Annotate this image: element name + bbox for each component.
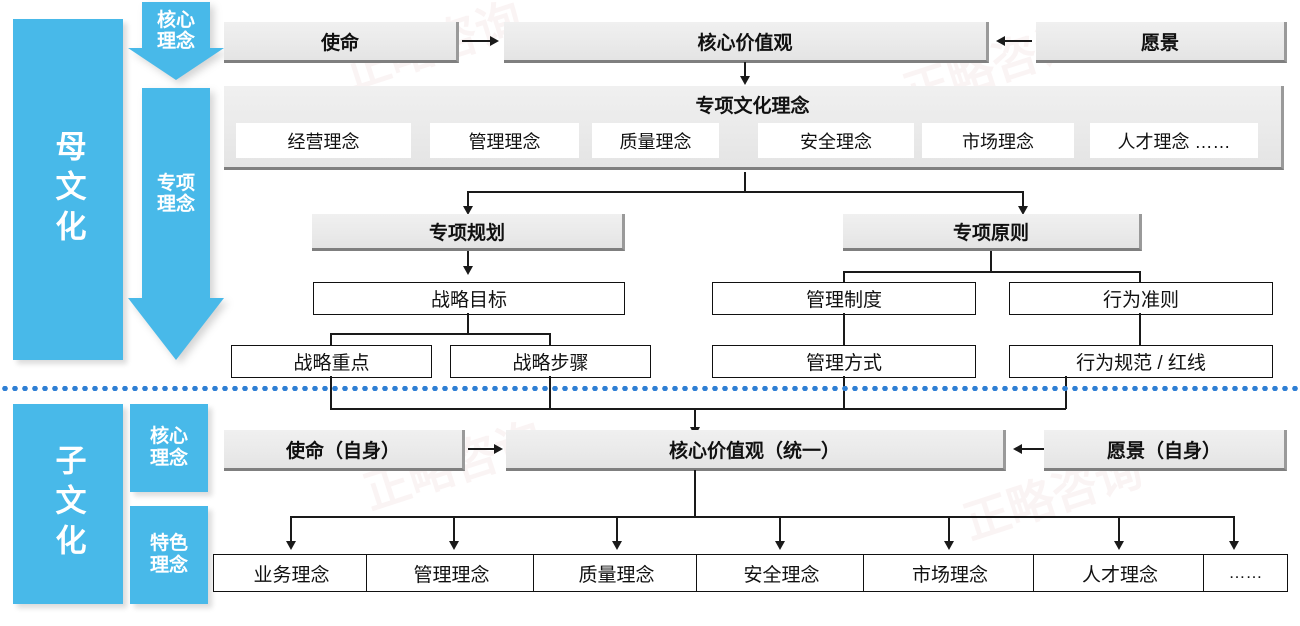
connector-principle-stem [990,251,992,272]
parent-plan-goal-box[interactable]: 战略目标 [313,282,625,315]
parent-principle-title-box[interactable]: 专项原则 [843,214,1142,251]
connector-core-to-special-culture [744,62,746,80]
connector-merge-stem [694,408,696,430]
child-concept-box[interactable]: 管理理念 [366,554,537,592]
connector-system-down [843,313,845,346]
connector-child-fan-stem [694,470,696,517]
child-concept-box[interactable]: 人才理念 [1033,554,1207,592]
arrowhead-mission-to-core [490,36,499,46]
arrowhead-child-concept-6 [1114,541,1124,550]
connector-child-fan-6 [1118,516,1120,544]
connector-child-fan-2 [453,516,455,544]
parent-culture-band: 母文化 [13,19,123,360]
connector-mission-to-core [462,40,492,42]
arrowhead-vision-to-core [996,36,1005,46]
parent-special-culture-item[interactable]: 管理理念 [430,123,579,158]
arrowhead-child-concept-1 [286,541,296,550]
child-core-values-box[interactable]: 核心价值观（统一） [506,430,1006,471]
parent-vision-box[interactable]: 愿景 [1036,22,1287,63]
child-vision-box[interactable]: 愿景（自身） [1044,430,1287,471]
child-core-concept-tag-line1: 核心 [149,426,188,448]
parent-core-concept-arrow-label: 核心 理念 [156,10,195,53]
arrowhead-child-mission-to-core [494,444,503,454]
arrowhead-core-to-special-culture [740,76,750,85]
parent-principle-conduct-box[interactable]: 行为准则 [1009,282,1273,315]
section-divider [0,386,1300,391]
child-culture-band: 子文化 [13,404,123,604]
connector-goal-bar [330,333,550,335]
parent-core-concept-arrow: 核心 理念 [128,2,224,80]
connector-merge-bar [330,408,1066,410]
connector-child-fan-bar [290,516,1234,518]
connector-principle-bar [843,271,1140,273]
connector-child-fan-1 [290,516,292,544]
arrowhead-to-principle [1018,206,1028,215]
parent-special-culture-title: 专项文化理念 [695,96,810,117]
connector-conduct-down [1139,313,1141,346]
parent-plan-focus-box[interactable]: 战略重点 [231,345,432,378]
connector-child-fan-3 [616,516,618,544]
connector-drop-norms [1065,376,1067,409]
child-concept-box[interactable]: …… [1203,554,1288,592]
connector-principle-left [843,271,845,283]
arrowhead-child-concept-4 [775,541,785,550]
connector-split-stem [744,172,746,192]
connector-child-fan-4 [779,516,781,544]
connector-plan-to-goal [467,251,469,269]
parent-special-culture-item[interactable]: 人才理念 …… [1090,123,1258,158]
child-concept-box[interactable]: 业务理念 [213,554,370,592]
arrowhead-child-concept-7 [1229,541,1239,550]
connector-child-fan-5 [948,516,950,544]
connector-vision-to-core [1000,40,1032,42]
parent-special-culture-item[interactable]: 安全理念 [758,123,914,158]
arrowhead-child-concept-2 [449,541,459,550]
child-feature-concept-tag-line2: 理念 [149,555,188,576]
parent-principle-method-box[interactable]: 管理方式 [712,345,976,378]
arrowhead-child-concept-5 [944,541,954,550]
connector-child-fan-7 [1233,516,1235,544]
child-feature-concept-tag: 特色 理念 [130,506,208,604]
connector-drop-steps [549,376,551,409]
arrowhead-plan-to-goal [463,266,473,275]
parent-plan-steps-box[interactable]: 战略步骤 [450,345,651,378]
child-core-concept-tag-line2: 理念 [149,448,188,469]
parent-principle-system-box[interactable]: 管理制度 [712,282,976,315]
parent-special-concept-arrow-label: 专项 理念 [156,173,195,216]
connector-split-right [1022,191,1024,209]
child-feature-concept-tag-line1: 特色 [149,533,188,555]
child-mission-box[interactable]: 使命（自身） [224,430,465,471]
connector-principle-right [1139,271,1141,283]
connector-child-mission-to-core [468,448,496,450]
connector-drop-method [843,376,845,409]
connector-split-left [467,191,469,209]
connector-goal-left [330,333,332,346]
parent-special-concept-arrow: 专项 理念 [128,88,224,360]
parent-special-culture-item[interactable]: 市场理念 [922,123,1074,158]
parent-special-culture-item[interactable]: 质量理念 [592,123,719,158]
connector-child-vision-to-core [1017,448,1045,450]
connector-drop-focus [330,376,332,409]
parent-core-values-box[interactable]: 核心价值观 [504,22,989,63]
parent-principle-norms-box[interactable]: 行为规范 / 红线 [1009,345,1273,378]
arrowhead-child-vision-to-core [1013,444,1022,454]
parent-special-culture-item[interactable]: 经营理念 [236,123,411,158]
arrowhead-to-plan [463,206,473,215]
arrowhead-child-concept-3 [612,541,622,550]
child-concept-box[interactable]: 安全理念 [696,554,867,592]
connector-goal-stem [467,313,469,334]
child-concept-box[interactable]: 质量理念 [533,554,700,592]
parent-mission-box[interactable]: 使命 [224,22,459,63]
parent-plan-title-box[interactable]: 专项规划 [312,214,625,251]
connector-split-bar [467,191,1024,193]
child-concept-box[interactable]: 市场理念 [863,554,1037,592]
child-core-concept-tag: 核心 理念 [130,404,208,492]
connector-goal-right [549,333,551,346]
